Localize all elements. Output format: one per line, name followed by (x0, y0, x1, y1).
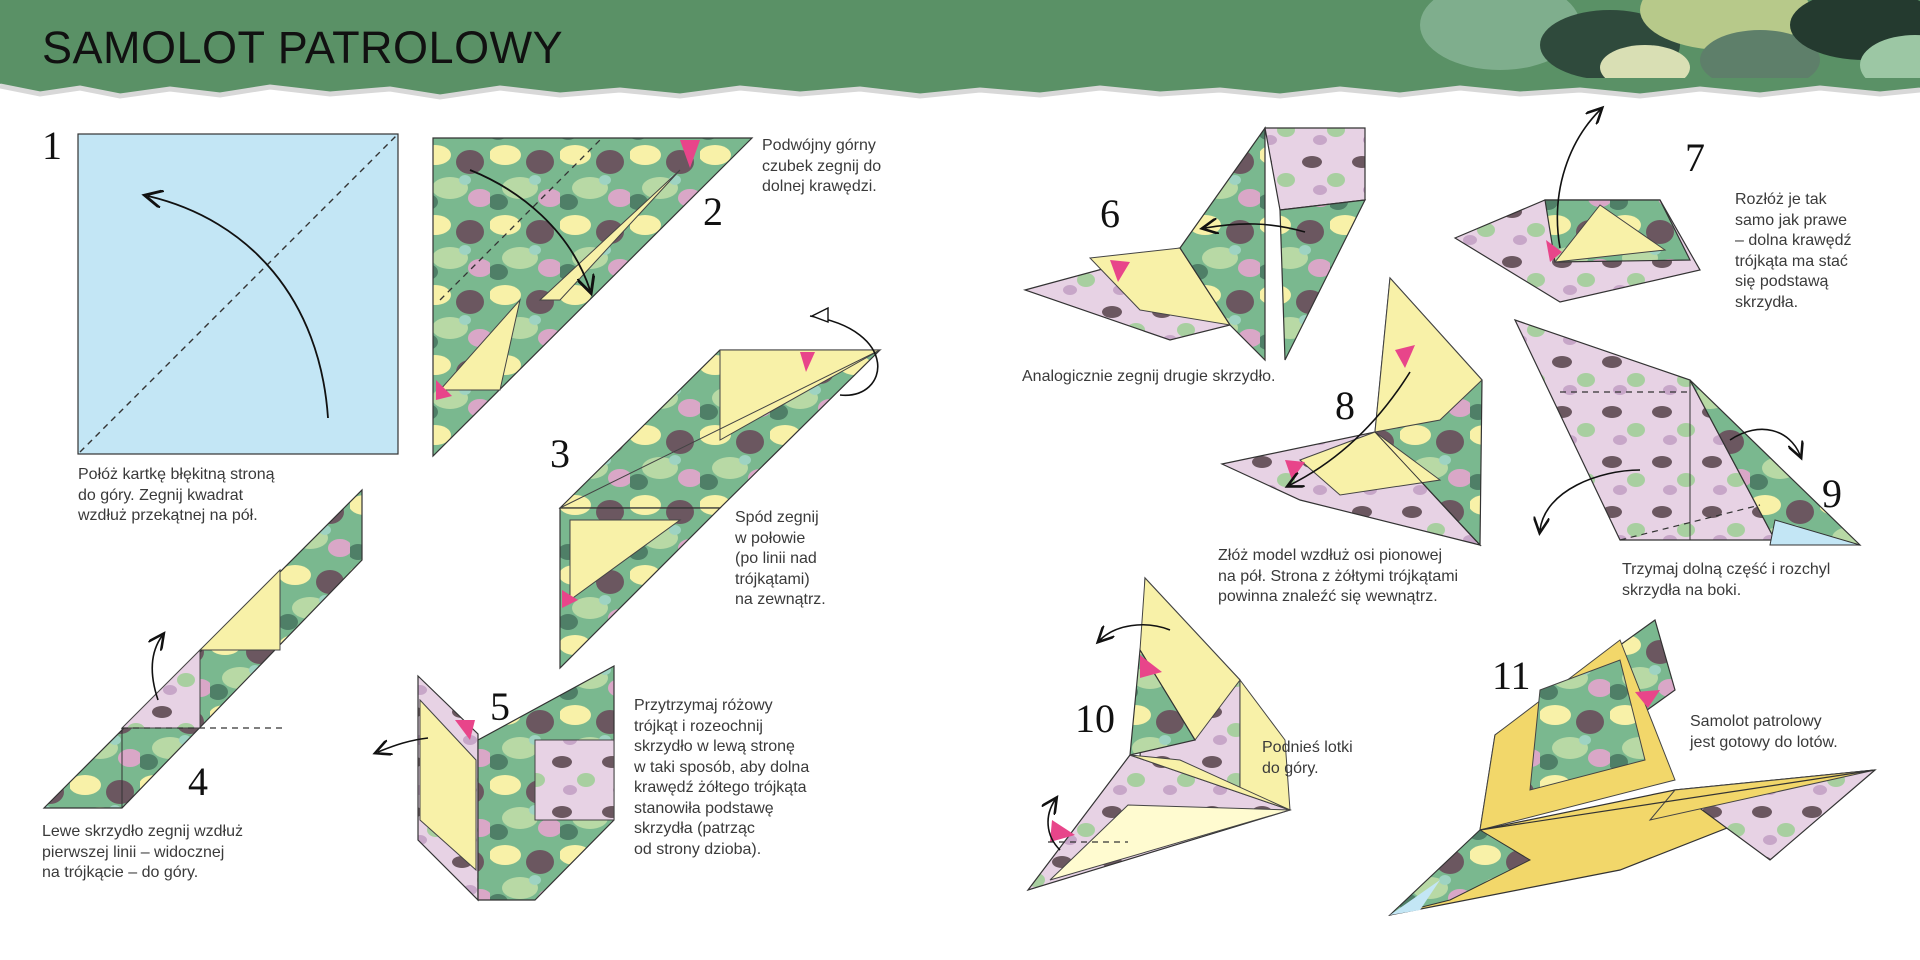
caption-line: skrzydła (patrząc (634, 820, 755, 837)
camo-pattern (1600, 45, 1690, 84)
caption-line: skrzydła na boki. (1622, 581, 1742, 599)
step-10-illustration (1026, 576, 1292, 892)
caption-line: dolnej krawędzi. (762, 178, 877, 195)
step-11-caption: Samolot patrolowy jest gotowy do lotów. (1690, 712, 1838, 753)
step-11-illustration (1388, 619, 1877, 916)
caption-line: na pół. Strona z żółtymi trójkątami (1218, 567, 1459, 585)
step-5-illustration (378, 664, 615, 902)
caption-line: Złóż model wzdłuż osi pionowej (1218, 547, 1443, 564)
caption-line: Przytrzymaj różowy (634, 697, 773, 714)
caption-line: Lewe skrzydło zegnij wzdłuż (42, 823, 243, 840)
caption-line: Połóż kartkę błękitną stroną (78, 466, 275, 483)
caption-line: od strony dzioba). (634, 840, 762, 858)
step-7-illustration (1453, 110, 1701, 303)
caption-line: Spód zegnij (735, 509, 819, 526)
caption-line: do góry. (1262, 759, 1319, 777)
caption-line: skrzydła. (1735, 293, 1799, 311)
caption-line: na zewnątrz. (735, 591, 826, 608)
step-8-illustration (1220, 276, 1483, 547)
caption-line: się podstawą (1735, 273, 1829, 290)
caption-line: Analogicznie zegnij drugie skrzydło. (1022, 368, 1276, 385)
step-10-caption: Podnieś lotki do góry. (1262, 738, 1353, 779)
caption-line: – dolna krawędź (1735, 232, 1852, 249)
step-number-7: 7 (1685, 135, 1705, 180)
step-3-illustration (558, 306, 882, 670)
caption-line: trójkątami) (735, 570, 810, 588)
caption-line: Podwójny górny (762, 137, 876, 154)
step-6-illustration (1022, 126, 1367, 362)
caption-line: jest gotowy do lotów. (1690, 733, 1838, 751)
step-number-10: 10 (1075, 696, 1115, 741)
step-number-4: 4 (188, 759, 208, 804)
step-number-9: 9 (1822, 471, 1842, 516)
caption-line: Podnieś lotki (1262, 739, 1353, 756)
step-2-illustration (432, 137, 754, 458)
step-3-caption: Spód zegnij w połowie (po linii nad trój… (735, 508, 826, 611)
caption-line: czubek zegnij do (762, 157, 882, 175)
step-number-11: 11 (1492, 653, 1531, 698)
step-number-1: 1 (42, 123, 62, 168)
step-2-caption: Podwójny górny czubek zegnij do dolnej k… (762, 136, 881, 198)
caption-line: Samolot patrolowy (1690, 713, 1822, 730)
step-4-illustration (42, 488, 363, 809)
step-5-caption: Przytrzymaj różowy trójkąt i rozeochnij … (634, 696, 809, 860)
step-8-caption: Złóż model wzdłuż osi pionowej na pół. S… (1218, 546, 1458, 608)
page-title: SAMOLOT PATROLOWY (42, 22, 564, 73)
step-1-illustration (77, 133, 399, 455)
header-band (0, 0, 1920, 84)
caption-line: skrzydło w lewą stronę (634, 738, 795, 755)
caption-line: na trójkącie – do góry. (42, 864, 199, 881)
step-number-3: 3 (550, 431, 570, 476)
caption-line: do góry. Zegnij kwadrat (78, 486, 244, 504)
step-1-caption: Połóż kartkę błękitną stroną do góry. Ze… (78, 465, 275, 527)
caption-line: trójkąt i rozeochnij (634, 717, 763, 735)
caption-line: pierwszej linii – widocznej (42, 843, 225, 861)
step-number-8: 8 (1335, 383, 1355, 428)
step-number-6: 6 (1100, 191, 1120, 236)
step-number-5: 5 (490, 684, 510, 729)
step-6-caption: Analogicznie zegnij drugie skrzydło. (1022, 367, 1275, 388)
caption-line: powinna znaleźć się wewnątrz. (1218, 588, 1438, 605)
caption-line: stanowiła podstawę (634, 799, 774, 817)
step-number-2: 2 (703, 189, 723, 234)
step-7-caption: Rozłóż je tak samo jak prawe – dolna kra… (1735, 190, 1852, 313)
caption-line: Trzymaj dolną część i rozchyl (1622, 561, 1831, 578)
caption-line: krawędź żółtego trójkąta (634, 779, 807, 796)
caption-line: (po linii nad (735, 550, 817, 567)
caption-line: trójkąta ma stać (1735, 252, 1848, 270)
caption-line: samo jak prawe (1735, 211, 1848, 229)
caption-line: wzdłuż przekątnej na pół. (78, 507, 258, 524)
step-9-illustration (1513, 318, 1862, 546)
caption-line: w połowie (735, 529, 806, 547)
caption-line: Rozłóż je tak (1735, 191, 1827, 208)
torn-paper-edge (0, 78, 1920, 100)
step-4-caption: Lewe skrzydło zegnij wzdłuż pierwszej li… (42, 822, 243, 884)
step-9-caption: Trzymaj dolną część i rozchyl skrzydła n… (1622, 560, 1830, 601)
caption-line: w taki sposób, aby dolna (634, 758, 810, 776)
